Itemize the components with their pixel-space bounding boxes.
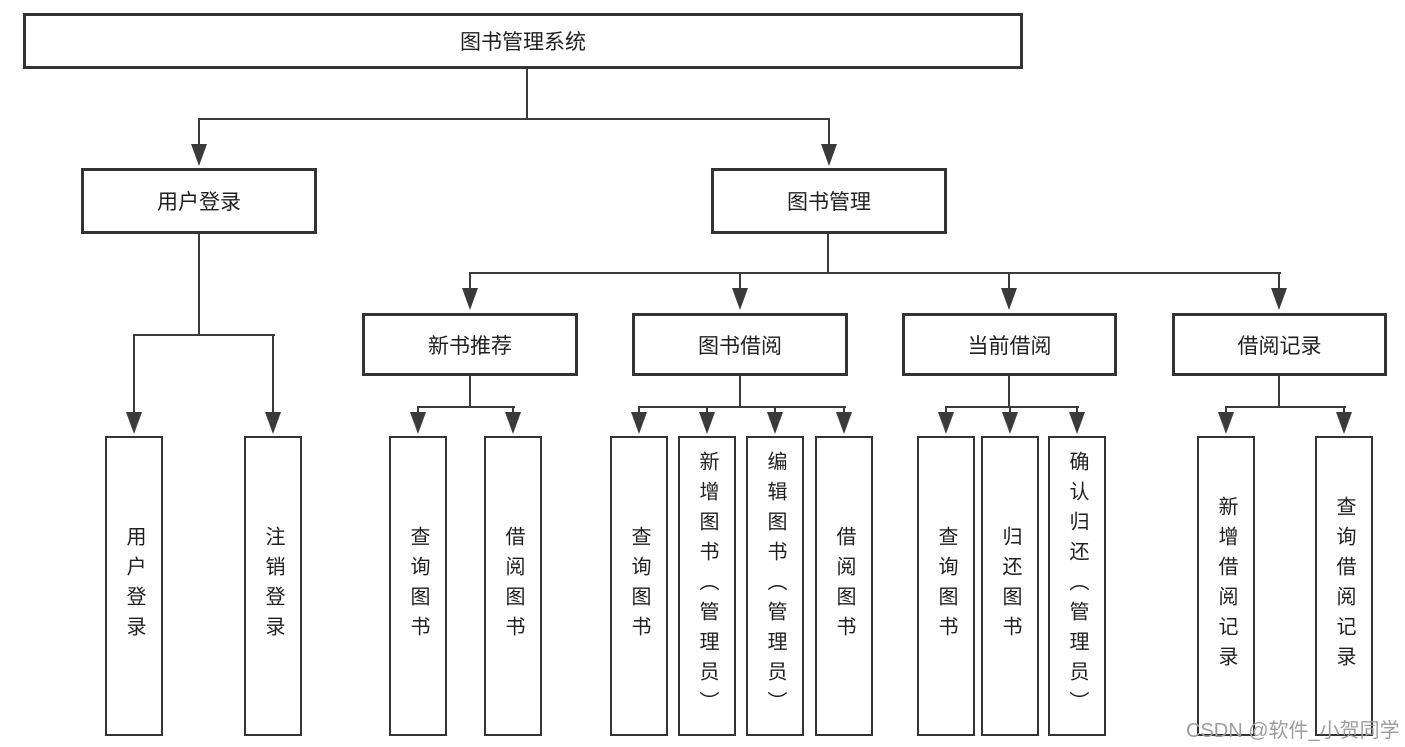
arrowhead-icon (836, 412, 852, 434)
connector-line (417, 406, 515, 408)
connector-line (469, 272, 1281, 274)
arrowhead-icon (1271, 288, 1287, 310)
leaf-query-books-recommend-label: 查询图书 (407, 526, 429, 646)
arrowhead-icon (462, 288, 478, 310)
connector-line (827, 234, 829, 274)
leaf-query-books-borrow-label: 查询图书 (628, 526, 650, 646)
arrowhead-icon (821, 144, 837, 166)
leaf-query-books-borrow: 查询图书 (610, 436, 668, 736)
node-book-management-label: 图书管理 (787, 191, 871, 214)
node-root-label: 图书管理系统 (460, 31, 586, 54)
leaf-query-borrow-record-label: 查询借阅记录 (1333, 496, 1355, 676)
node-current-borrow: 当前借阅 (902, 313, 1117, 376)
connector-line (469, 272, 471, 292)
node-book-management: 图书管理 (711, 168, 947, 234)
arrowhead-icon (191, 144, 207, 166)
arrowhead-icon (631, 412, 647, 434)
connector-line (133, 334, 135, 418)
connector-line (198, 118, 830, 120)
leaf-logout-label: 注销登录 (262, 526, 284, 646)
connector-line (1225, 406, 1346, 408)
csdn-watermark: CSDN @软件_小贺同学 (1186, 720, 1400, 742)
leaf-confirm-return-admin: 确认归还（管理员） (1048, 436, 1106, 736)
arrowhead-icon (699, 412, 715, 434)
arrowhead-icon (767, 412, 783, 434)
arrowhead-icon (265, 412, 281, 434)
leaf-edit-book-admin-label: 编辑图书（管理员） (764, 451, 786, 721)
arrowhead-icon (126, 412, 142, 434)
leaf-borrow-books-borrow: 借阅图书 (815, 436, 873, 736)
leaf-return-book-label: 归还图书 (999, 526, 1021, 646)
leaf-add-borrow-record-label: 新增借阅记录 (1215, 496, 1237, 676)
arrowhead-icon (1069, 412, 1085, 434)
connector-line (739, 272, 741, 292)
arrowhead-icon (410, 412, 426, 434)
connector-line (526, 69, 528, 120)
leaf-query-books-current-label: 查询图书 (935, 526, 957, 646)
arrowhead-icon (1218, 412, 1234, 434)
node-user-login-label: 用户登录 (157, 191, 241, 214)
leaf-query-books-current: 查询图书 (917, 436, 975, 736)
leaf-query-books-recommend: 查询图书 (389, 436, 447, 736)
leaf-user-login-label: 用户登录 (123, 526, 145, 646)
arrowhead-icon (1336, 412, 1352, 434)
arrowhead-icon (1002, 412, 1018, 434)
node-current-borrow-label: 当前借阅 (967, 334, 1052, 358)
leaf-add-book-admin-label: 新增图书（管理员） (696, 451, 718, 721)
node-new-book-recommend: 新书推荐 (362, 313, 578, 376)
leaf-confirm-return-admin-label: 确认归还（管理员） (1066, 451, 1088, 721)
leaf-logout: 注销登录 (244, 436, 302, 736)
leaf-borrow-books-recommend: 借阅图书 (484, 436, 542, 736)
arrowhead-icon (1001, 288, 1017, 310)
connector-line (469, 376, 471, 408)
connector-line (198, 118, 200, 148)
connector-line (1278, 272, 1280, 292)
node-book-borrow-label: 图书借阅 (698, 334, 782, 358)
connector-line (1008, 376, 1010, 408)
node-borrow-records-label: 借阅记录 (1237, 334, 1322, 358)
node-root: 图书管理系统 (23, 13, 1023, 69)
connector-line (945, 406, 1079, 408)
node-user-login: 用户登录 (81, 168, 317, 234)
arrowhead-icon (505, 412, 521, 434)
connector-line (828, 118, 830, 148)
connector-line (1278, 376, 1280, 408)
leaf-add-book-admin: 新增图书（管理员） (678, 436, 736, 736)
connector-line (198, 234, 200, 336)
connector-line (133, 334, 275, 336)
connector-line (272, 334, 274, 418)
arrowhead-icon (938, 412, 954, 434)
node-borrow-records: 借阅记录 (1172, 313, 1387, 376)
node-new-book-recommend-label: 新书推荐 (428, 334, 512, 358)
leaf-query-borrow-record: 查询借阅记录 (1315, 436, 1373, 736)
leaf-edit-book-admin: 编辑图书（管理员） (746, 436, 804, 736)
node-book-borrow: 图书借阅 (632, 313, 848, 376)
connector-line (1008, 272, 1010, 292)
leaf-add-borrow-record: 新增借阅记录 (1197, 436, 1255, 736)
leaf-borrow-books-recommend-label: 借阅图书 (502, 526, 524, 646)
leaf-user-login: 用户登录 (105, 436, 163, 736)
connector-line (739, 376, 741, 408)
connector-line (638, 406, 846, 408)
arrowhead-icon (732, 288, 748, 310)
leaf-return-book: 归还图书 (981, 436, 1039, 736)
leaf-borrow-books-borrow-label: 借阅图书 (833, 526, 855, 646)
